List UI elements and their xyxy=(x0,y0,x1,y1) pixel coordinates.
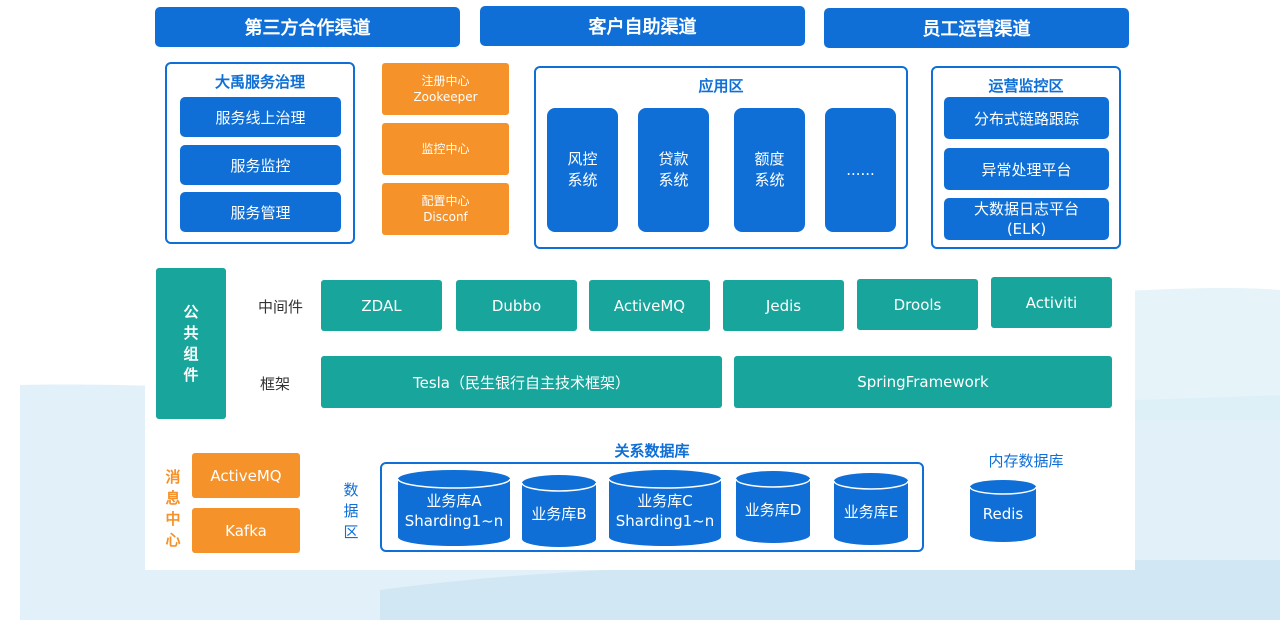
db-business-a-name: 业务库A xyxy=(426,492,482,510)
db-business-c-name: 业务库C xyxy=(637,492,693,510)
registry-center: 注册中心 Zookeeper xyxy=(382,63,509,115)
app-risk-line1: 风控 xyxy=(567,150,598,168)
db-business-e-text: 业务库E xyxy=(834,473,908,545)
config-center-tech: Disconf xyxy=(423,210,468,224)
middleware-jedis: Jedis xyxy=(723,280,844,331)
middleware-activemq: ActiveMQ xyxy=(589,280,710,331)
db-business-b-text: 业务库B xyxy=(522,475,596,547)
ops-monitoring-title: 运营监控区 xyxy=(988,77,1064,95)
db-business-d-cylinder xyxy=(736,471,810,543)
db-business-e-cylinder xyxy=(834,473,908,545)
service-online-governance: 服务线上治理 xyxy=(180,97,341,137)
db-business-a-sharding: Sharding1~n xyxy=(404,512,504,530)
middleware-activiti: Activiti xyxy=(991,277,1112,328)
app-loan-line2: 系统 xyxy=(658,171,689,189)
db-redis-name: Redis xyxy=(982,505,1024,523)
data-char-2: 据 xyxy=(343,501,359,520)
data-char-3: 区 xyxy=(343,522,359,541)
config-center-name: 配置中心 xyxy=(421,194,470,208)
db-redis: Redis xyxy=(970,480,1036,542)
framework-tesla: Tesla（民生银行自主技术框架） xyxy=(321,356,722,408)
db-business-b-cylinder xyxy=(522,475,596,547)
app-quota-system: 额度 系统 xyxy=(734,108,805,232)
exception-handling-platform: 异常处理平台 xyxy=(944,148,1109,190)
public-char-4: 件 xyxy=(183,365,199,384)
data-char-1: 数 xyxy=(343,480,359,499)
db-business-d-name: 业务库D xyxy=(744,501,802,519)
big-data-log-line2: (ELK) xyxy=(1006,220,1047,238)
monitor-center: 监控中心 xyxy=(382,123,509,175)
message-activemq: ActiveMQ xyxy=(192,453,300,498)
db-redis-text: Redis xyxy=(970,480,1036,542)
db-business-c-text: 业务库C Sharding1~n xyxy=(609,470,721,546)
app-quota-line2: 系统 xyxy=(754,171,785,189)
app-loan-system: 贷款 系统 xyxy=(638,108,709,232)
db-business-b: 业务库B xyxy=(522,475,596,547)
db-business-d: 业务库D xyxy=(736,471,810,543)
public-char-3: 组 xyxy=(183,344,199,363)
middleware-drools: Drools xyxy=(857,279,978,330)
config-center: 配置中心 Disconf xyxy=(382,183,509,235)
db-business-b-name: 业务库B xyxy=(531,505,587,523)
message-char-1: 消 xyxy=(165,468,181,486)
db-business-d-text: 业务库D xyxy=(736,471,810,543)
big-data-log-line1: 大数据日志平台 xyxy=(973,200,1079,218)
public-components-label: 公 共 组 件 xyxy=(156,268,226,419)
application-zone-title: 应用区 xyxy=(698,77,744,95)
relational-db-title: 关系数据库 xyxy=(614,442,690,460)
message-char-4: 心 xyxy=(165,531,181,549)
app-quota-line1: 额度 xyxy=(754,150,785,168)
public-char-2: 共 xyxy=(183,323,199,342)
registry-center-tech: Zookeeper xyxy=(413,90,478,104)
app-risk-control-system: 风控 系统 xyxy=(547,108,618,232)
app-loan-line1: 贷款 xyxy=(658,150,689,168)
db-business-a: 业务库A Sharding1~n xyxy=(398,470,510,546)
db-business-c: 业务库C Sharding1~n xyxy=(609,470,721,546)
service-monitoring: 服务监控 xyxy=(180,145,341,185)
db-business-c-sharding: Sharding1~n xyxy=(615,512,715,530)
message-char-3: 中 xyxy=(165,510,181,528)
db-redis-cylinder xyxy=(970,480,1036,542)
message-activemq-label: ActiveMQ xyxy=(210,466,282,485)
channel-staff-operations: 员工运营渠道 xyxy=(824,8,1129,48)
db-business-c-cylinder xyxy=(609,470,721,546)
message-kafka: Kafka xyxy=(192,508,300,553)
db-business-e-name: 业务库E xyxy=(843,503,899,521)
data-zone-label: 数 据 区 xyxy=(338,478,364,544)
db-business-e: 业务库E xyxy=(834,473,908,545)
app-more: ...... xyxy=(825,108,896,232)
public-char-1: 公 xyxy=(183,302,199,321)
channel-third-party: 第三方合作渠道 xyxy=(155,7,460,47)
framework-label: 框架 xyxy=(260,375,291,393)
memory-db-title: 内存数据库 xyxy=(988,452,1064,470)
middleware-label: 中间件 xyxy=(258,298,304,316)
app-risk-line2: 系统 xyxy=(567,171,598,189)
middleware-zdal: ZDAL xyxy=(321,280,442,331)
registry-center-name: 注册中心 xyxy=(421,74,470,88)
middleware-dubbo: Dubbo xyxy=(456,280,577,331)
monitor-center-name: 监控中心 xyxy=(421,142,470,156)
distributed-tracing: 分布式链路跟踪 xyxy=(944,97,1109,139)
app-more-label: ...... xyxy=(846,160,875,179)
db-business-a-text: 业务库A Sharding1~n xyxy=(398,470,510,546)
service-management: 服务管理 xyxy=(180,192,341,232)
message-char-2: 息 xyxy=(165,489,181,507)
db-business-a-cylinder xyxy=(398,470,510,546)
channel-customer-self-service: 客户自助渠道 xyxy=(480,6,805,46)
service-governance-title: 大禹服务治理 xyxy=(214,73,305,91)
message-kafka-label: Kafka xyxy=(225,521,267,540)
message-center-label: 消 息 中 心 xyxy=(160,464,186,554)
framework-spring: SpringFramework xyxy=(734,356,1112,408)
big-data-log-platform: 大数据日志平台 (ELK) xyxy=(944,198,1109,240)
